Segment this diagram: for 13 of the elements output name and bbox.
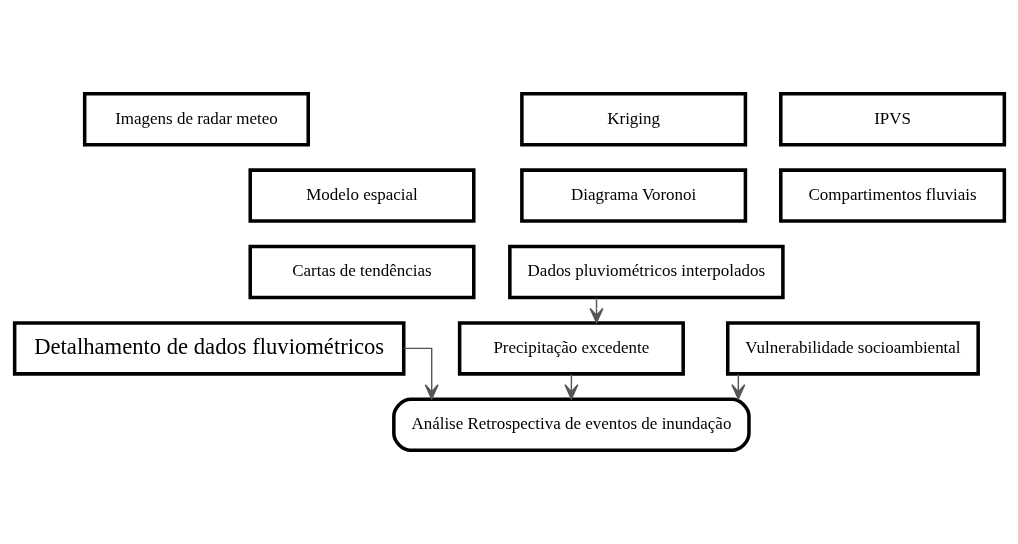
node-box: Precipitação excedente bbox=[457, 321, 685, 376]
node-box: Compartimentos fluviais bbox=[778, 168, 1006, 223]
node-box: Dados pluviométricos interpolados bbox=[507, 244, 785, 300]
node-box: Imagens de radar meteo bbox=[82, 91, 310, 147]
node-box: Análise Retrospectiva de eventos de inundação bbox=[391, 397, 751, 453]
node-box: Detalhamento de dados fluviométricos bbox=[12, 321, 405, 376]
arrow bbox=[402, 347, 439, 400]
node-box: Kriging bbox=[519, 91, 747, 147]
node-box: Diagrama Voronoi bbox=[519, 168, 747, 223]
node-box: Cartas de tendências bbox=[247, 244, 476, 300]
node-box: Modelo espacial bbox=[247, 168, 476, 223]
node-box: Vulnerabilidade socioambiental bbox=[725, 321, 980, 376]
node-box: IPVS bbox=[778, 91, 1006, 147]
